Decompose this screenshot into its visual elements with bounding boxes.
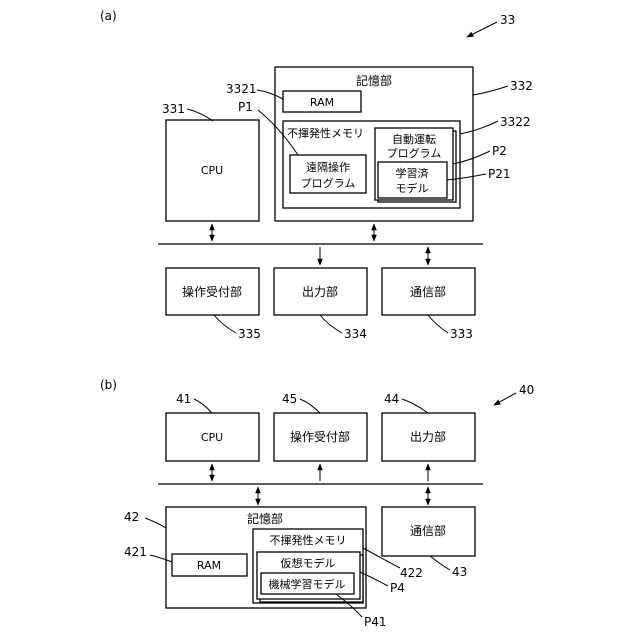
storage-b-ref: 42: [124, 510, 139, 524]
output-ref: 334: [344, 327, 367, 341]
output-ref-leader: [320, 315, 342, 333]
nvm-b-label: 不揮発性メモリ: [270, 533, 347, 547]
trained-model-line2: モデル: [396, 181, 429, 195]
panel-b-ref-arrow: [494, 393, 516, 405]
input-label: 操作受付部: [182, 284, 242, 299]
panel-a-ref: 33: [500, 13, 515, 27]
panel-b-ref: 40: [519, 383, 534, 397]
output-label: 出力部: [302, 284, 338, 299]
comm-ref: 333: [450, 327, 473, 341]
input-ref-leader: [214, 315, 236, 333]
storage-b-title: 記憶部: [247, 511, 283, 526]
cpu-ref-leader: [187, 109, 213, 121]
ram-label: RAM: [310, 96, 334, 109]
input-ref: 335: [238, 327, 261, 341]
cpu-label: CPU: [201, 164, 223, 177]
cpu-ref: 331: [162, 102, 185, 116]
input-b-ref: 45: [282, 392, 297, 406]
auto-program-line1: 自動運転: [392, 132, 436, 146]
trained-model-ref: P21: [488, 167, 511, 181]
auto-program-ref: P2: [492, 144, 507, 158]
nvm-b-ref: 422: [400, 566, 423, 580]
nvm-ref: 3322: [500, 115, 531, 129]
output-b-ref: 44: [384, 392, 399, 406]
panel-a-label: (a): [100, 9, 117, 23]
cpu-b-label: CPU: [201, 431, 223, 444]
ram-b-ref: 421: [124, 545, 147, 559]
ml-model-label: 機械学習モデル: [269, 577, 346, 591]
storage-ref-leader: [473, 86, 508, 95]
input-b-label: 操作受付部: [290, 429, 350, 444]
storage-title: 記憶部: [356, 73, 392, 88]
output-b-label: 出力部: [410, 429, 446, 444]
trained-model-line1: 学習済: [396, 166, 429, 180]
cpu-b-ref-leader: [194, 399, 212, 413]
comm-label: 通信部: [410, 284, 446, 299]
output-b-ref-leader: [402, 399, 428, 413]
remote-program-line2: プログラム: [301, 176, 356, 190]
virtual-model-ref: P4: [390, 581, 405, 595]
comm-b-ref-leader: [430, 556, 450, 570]
ram-ref: 3321: [226, 82, 257, 96]
storage-ref: 332: [510, 79, 533, 93]
ram-b-label: RAM: [197, 559, 221, 572]
storage-b-ref-leader: [145, 518, 166, 528]
auto-program-line2: プログラム: [387, 146, 442, 160]
input-b-ref-leader: [300, 399, 320, 413]
comm-b-ref: 43: [452, 565, 467, 579]
comm-b-label: 通信部: [410, 523, 446, 538]
remote-program-ref: P1: [238, 100, 253, 114]
panel-b-label: (b): [100, 378, 117, 392]
nvm-label: 不揮発性メモリ: [287, 126, 364, 140]
cpu-b-ref: 41: [176, 392, 191, 406]
panel-a: (a) 33 CPU 331 記憶部 332 RAM 3321 不揮発性メモリ …: [100, 9, 533, 341]
comm-ref-leader: [428, 315, 448, 333]
ml-model-ref: P41: [364, 615, 387, 629]
remote-program-line1: 遠隔操作: [306, 160, 350, 174]
virtual-model-label: 仮想モデル: [281, 556, 336, 570]
panel-b: (b) 40 CPU 41 操作受付部 45 出力部 44 記憶部 42 RAM…: [100, 378, 534, 629]
panel-a-ref-arrow: [467, 22, 497, 37]
